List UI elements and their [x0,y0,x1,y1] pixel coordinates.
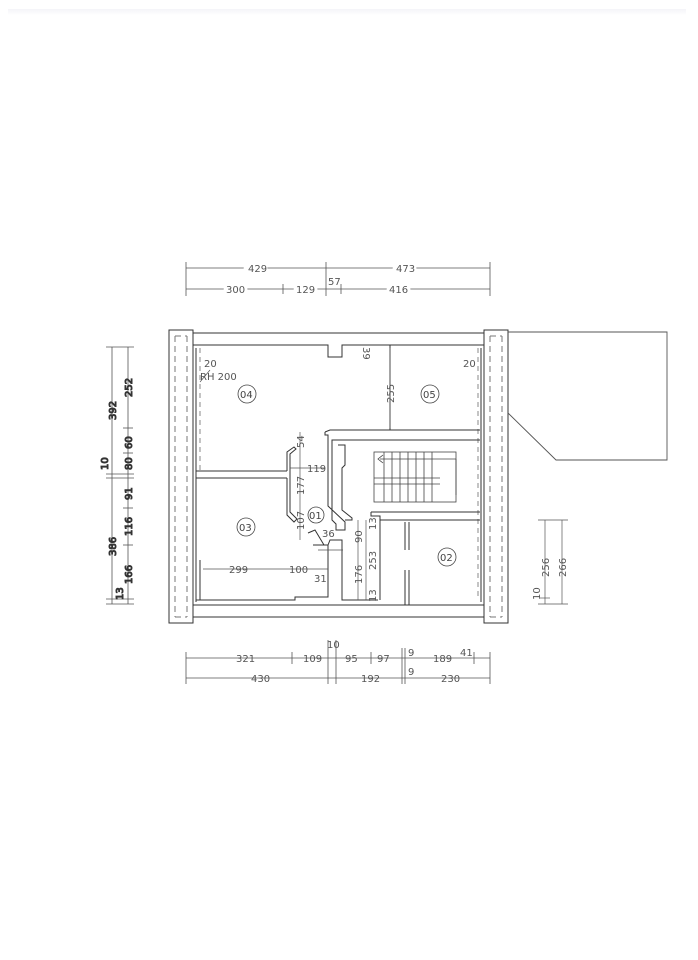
dim-left-252: 252 [124,378,135,397]
dim-31: 31 [314,574,327,585]
rh-annotation: RH 200 [200,372,237,383]
dim-bottom-230: 230 [441,674,460,685]
left-dimensions [106,346,134,605]
dim-176: 176 [354,565,365,584]
interior-dimensions [199,348,568,605]
dim-room05-255: 255 [386,384,397,403]
dim-top-416: 416 [389,285,408,296]
room-04-label: 04 [240,390,253,401]
stair-arrow-icon [377,454,384,464]
room-02-label: 02 [440,553,453,564]
dim-top-473: 473 [396,264,415,275]
dim-bottom-97: 97 [377,654,390,665]
room-05-label: 05 [423,390,436,401]
dim-left-10: 10 [100,457,111,470]
dim-left-91: 91 [124,487,135,500]
dim-bottom-109: 109 [303,654,322,665]
dim-54: 54 [296,435,307,448]
dim-wall-20-right: 20 [463,359,476,370]
dim-top-429: 429 [248,264,267,275]
room-01-label: 01 [309,511,322,522]
dim-left-386: 386 [108,537,119,556]
dim-top-300: 300 [226,285,245,296]
svg-text:000: 000 [296,285,315,296]
dim-left-80: 80 [124,457,135,470]
dim-36: 36 [322,529,335,540]
dim-right-10: 10 [532,587,543,600]
dim-left-60: 60 [124,436,135,449]
dim-bottom-9-lower: 9 [408,667,414,678]
svg-text:000: 000 [389,285,408,296]
dim-top-57: 57 [328,277,341,288]
dim-bottom-192: 192 [361,674,380,685]
dim-right-256: 256 [541,558,552,577]
annex-outline [507,331,668,461]
scan-edge [8,9,686,15]
outer-walls [168,329,509,624]
dim-left-392: 392 [108,401,119,420]
dim-bottom-430: 430 [251,674,270,685]
dim-100: 100 [289,565,308,576]
dim-253: 253 [368,551,379,570]
dim-left-116: 116 [124,517,135,536]
dim-top-129: 129 [296,285,315,296]
dim-right-266: 266 [558,558,569,577]
dim-bottom-189: 189 [433,654,452,665]
dim-chimney-39: 39 [360,347,371,360]
svg-text:000: 000 [226,285,245,296]
dim-bottom-10: 10 [327,640,340,651]
staircase [373,451,457,503]
svg-text:000: 000 [395,264,414,275]
dim-bottom-9-upper: 9 [408,648,414,659]
dim-bottom-321: 321 [236,654,255,665]
dim-wall-20-left: 20 [204,359,217,370]
dim-299: 299 [229,565,248,576]
dim-119: 119 [307,464,326,475]
dim-bottom-41: 41 [460,648,473,659]
room-03-label: 03 [239,523,252,534]
dim-13-lower: 13 [368,589,379,602]
dim-107: 107 [296,511,307,530]
room-labels [236,384,457,567]
top-dimensions [185,262,491,296]
dim-90: 90 [354,530,365,543]
bottom-dimensions [185,640,491,684]
dim-13-upper: 13 [368,517,379,530]
dim-177: 177 [296,476,307,495]
dim-left-166: 166 [124,565,135,584]
dim-left-13: 13 [115,587,126,600]
svg-text:000: 000 [246,264,265,275]
dim-bottom-95: 95 [345,654,358,665]
